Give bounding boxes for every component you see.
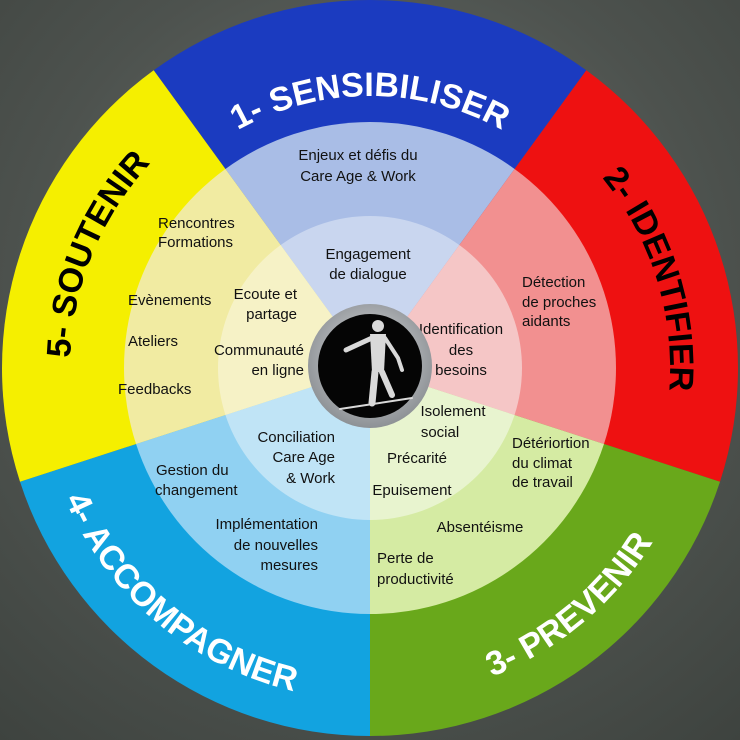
mid-item: de proches [522,294,596,311]
inner-item: Identification [419,321,503,338]
mid-item: Gestion du [156,462,229,479]
inner-segment-sensibiliser [280,216,460,368]
mid-item: du climat [512,455,573,472]
center-hub [308,304,432,428]
inner-item: Epuisement [372,482,452,499]
mid-item: de travail [512,474,573,491]
inner-item: partage [246,306,297,323]
mid-item: Détériortion [512,435,590,452]
inner-item: Précarité [387,450,447,467]
mid-item: productivité [377,571,454,588]
inner-item: de dialogue [329,266,407,283]
inner-item: social [421,424,459,441]
mid-item: Enjeux et défis du [298,147,417,164]
mid-item: Implémentation [215,516,318,533]
inner-item: des [449,342,473,359]
inner-item: Communauté [214,342,304,359]
mid-item: mesures [260,557,318,574]
inner-item: en ligne [251,362,304,379]
inner-item: & Work [286,470,335,487]
mid-item: Care Age & Work [300,168,416,185]
mid-item: Détection [522,274,585,291]
mid-item: Formations [158,234,233,251]
mid-item: Ateliers [128,333,178,350]
mid-item: Feedbacks [118,381,191,398]
mid-item: Absentéisme [437,519,524,536]
mid-item: Evènements [128,292,211,309]
inner-item: Engagement [325,246,411,263]
inner-item: Ecoute et [234,286,298,303]
inner-item: Conciliation [257,429,335,446]
mid-item: Rencontres [158,215,235,232]
mid-item: de nouvelles [234,537,318,554]
mid-item: aidants [522,313,570,330]
mid-item: changement [155,482,238,499]
mid-item: Perte de [377,550,434,567]
inner-item: Isolement [420,403,486,420]
inner-item: Care Age [272,449,335,466]
balancing-person-icon [339,320,413,410]
inner-item: besoins [435,362,487,379]
inner-ring [217,216,522,520]
